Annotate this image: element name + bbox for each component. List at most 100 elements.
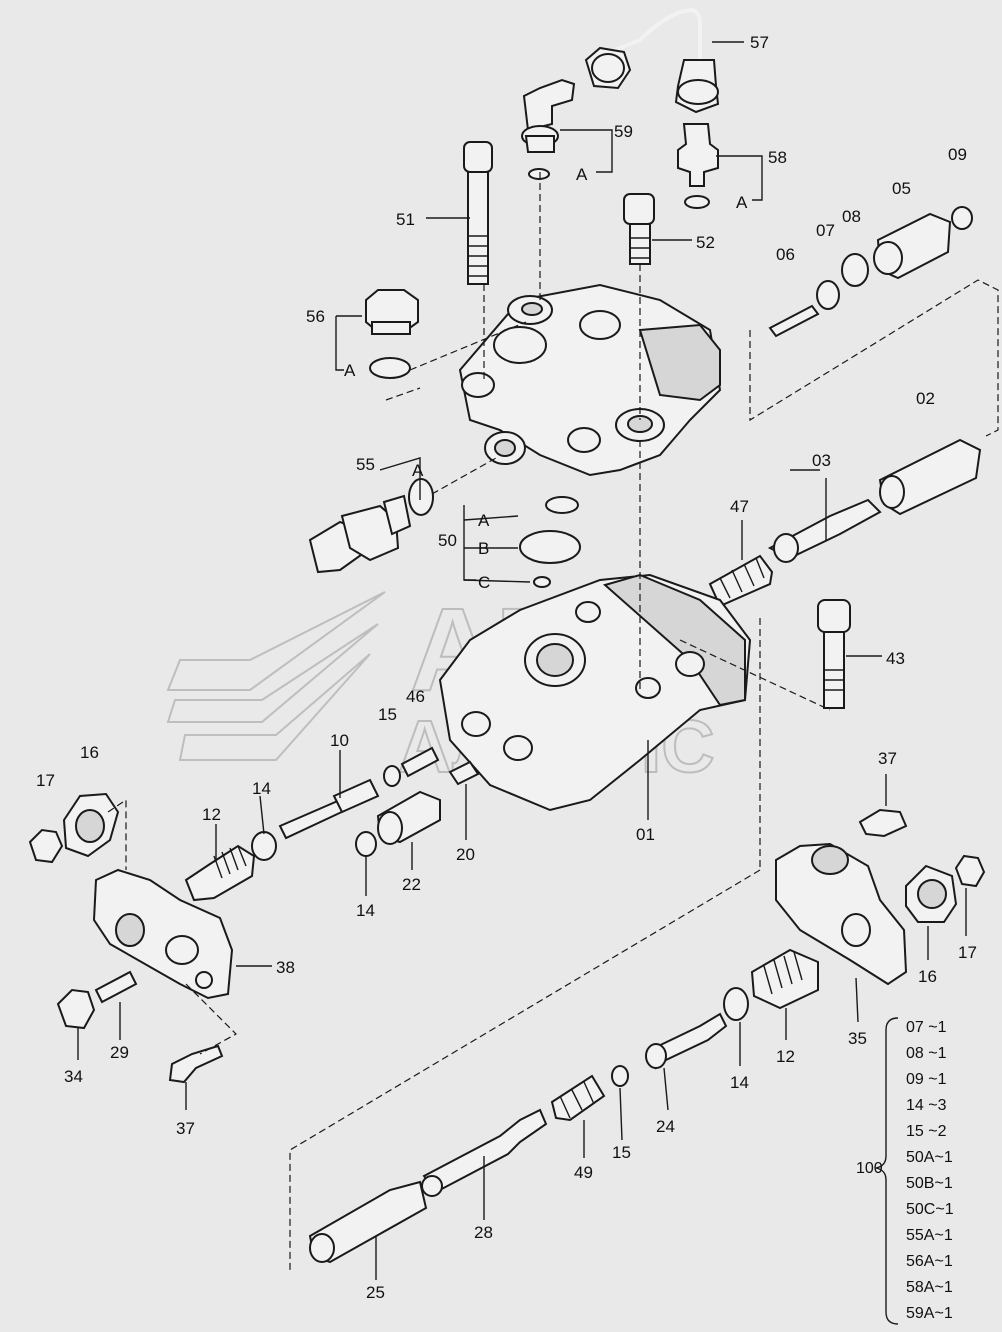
label-38: 38 (276, 958, 295, 977)
plug-56 (365, 289, 419, 379)
label-37-left: 37 (176, 1119, 195, 1138)
ref-59-a: A (576, 165, 588, 184)
cover-35 (775, 842, 908, 986)
label-16-right: 16 (918, 967, 937, 986)
spool-10 (278, 798, 348, 840)
ref-50-b: B (478, 539, 489, 558)
bolt-52 (623, 193, 655, 265)
ring-07 (816, 280, 840, 310)
reference-letters: A A A A A B C (344, 165, 748, 592)
elbow-fitting-59 (521, 78, 576, 180)
nut-17-right (954, 854, 986, 888)
label-46: 46 (406, 687, 425, 706)
kit-item: 50C~1 (906, 1201, 954, 1218)
pin-06 (768, 304, 820, 338)
label-08: 08 (842, 207, 861, 226)
kit-item: 58A~1 (906, 1279, 953, 1296)
bolt-43 (817, 599, 851, 709)
label-52: 52 (696, 233, 715, 252)
watermark-wing-icon (166, 591, 386, 761)
label-06: 06 (776, 245, 795, 264)
kit-item: 09 ~1 (906, 1071, 947, 1088)
bolt-37-right (858, 808, 908, 838)
label-17-left: 17 (36, 771, 55, 790)
plug-12-right (750, 948, 819, 1010)
label-47: 47 (730, 497, 749, 516)
bolt-51 (463, 141, 493, 285)
label-37-right: 37 (878, 749, 897, 768)
kit-item: 15 ~2 (906, 1123, 947, 1140)
ref-55-a: A (412, 461, 424, 480)
oring-14-c (723, 987, 749, 1021)
label-15-b: 15 (612, 1143, 631, 1162)
label-14-a: 14 (252, 779, 271, 798)
kit-item: 59A~1 (906, 1305, 953, 1322)
label-02: 02 (916, 389, 935, 408)
label-16-left: 16 (80, 743, 99, 762)
label-14-b: 14 (356, 901, 375, 920)
label-43: 43 (886, 649, 905, 668)
label-17-right: 17 (958, 943, 977, 962)
label-35: 35 (848, 1029, 867, 1048)
label-29: 29 (110, 1043, 129, 1062)
pin-20 (448, 760, 480, 786)
label-22: 22 (402, 875, 421, 894)
top-valve-housing (458, 283, 722, 477)
label-09: 09 (948, 145, 967, 164)
kit-item: 14 ~3 (906, 1097, 947, 1114)
label-59: 59 (614, 122, 633, 141)
pressure-sensor-55 (308, 478, 434, 574)
spring-46 (400, 746, 440, 778)
oring-15-b (611, 1065, 629, 1087)
label-57: 57 (750, 33, 769, 52)
ring-08 (841, 253, 869, 287)
label-15-a: 15 (378, 705, 397, 724)
ref-50-a: A (478, 511, 490, 530)
right-lower-assembly (308, 808, 986, 1264)
leader-lines (77, 41, 999, 1280)
kit-item: 08 ~1 (906, 1045, 947, 1062)
kit-items: 07 ~1 08 ~1 09 ~1 14 ~3 15 ~2 50A~1 50B~… (906, 1019, 954, 1322)
label-34: 34 (64, 1067, 83, 1086)
oring-14-b (251, 831, 277, 861)
label-49: 49 (574, 1163, 593, 1182)
label-51: 51 (396, 210, 415, 229)
label-56: 56 (306, 307, 325, 326)
oring-09 (951, 206, 973, 230)
ref-50-c: C (478, 573, 490, 592)
kit-item: 50B~1 (906, 1175, 953, 1192)
pilot-pipe-57 (584, 7, 720, 114)
nut-17-left (28, 828, 64, 864)
kit-item: 55A~1 (906, 1227, 953, 1244)
label-12-right: 12 (776, 1047, 795, 1066)
label-05: 05 (892, 179, 911, 198)
label-28: 28 (474, 1223, 493, 1242)
ref-58-a: A (736, 193, 748, 212)
cover-38 (92, 868, 234, 1000)
label-24: 24 (656, 1117, 675, 1136)
label-10: 10 (330, 731, 349, 750)
part-labels: 57 59 58 09 05 08 07 06 51 52 56 02 03 4… (36, 33, 977, 1302)
seal-rings-50 (519, 496, 581, 588)
spring-47 (708, 554, 774, 608)
label-14-c: 14 (730, 1073, 749, 1092)
oring-15 (383, 765, 401, 787)
label-55: 55 (356, 455, 375, 474)
kit-legend: 100 07 ~1 08 ~1 09 ~1 14 ~3 15 ~2 50A~1 … (856, 1017, 954, 1325)
label-50: 50 (438, 531, 457, 550)
label-12-left: 12 (202, 805, 221, 824)
label-01: 01 (636, 825, 655, 844)
ref-56-a: A (344, 361, 356, 380)
nut-34 (56, 988, 96, 1030)
oring-14-a (355, 831, 377, 857)
kit-number: 100 (856, 1160, 883, 1177)
kit-item: 50A~1 (906, 1149, 953, 1166)
label-03: 03 (812, 451, 831, 470)
right-upper-components (708, 206, 982, 608)
kit-item: 07 ~1 (906, 1019, 947, 1036)
label-07: 07 (816, 221, 835, 240)
left-assembly (28, 746, 480, 1084)
label-20: 20 (456, 845, 475, 864)
adapter-fitting-58 (677, 123, 719, 209)
